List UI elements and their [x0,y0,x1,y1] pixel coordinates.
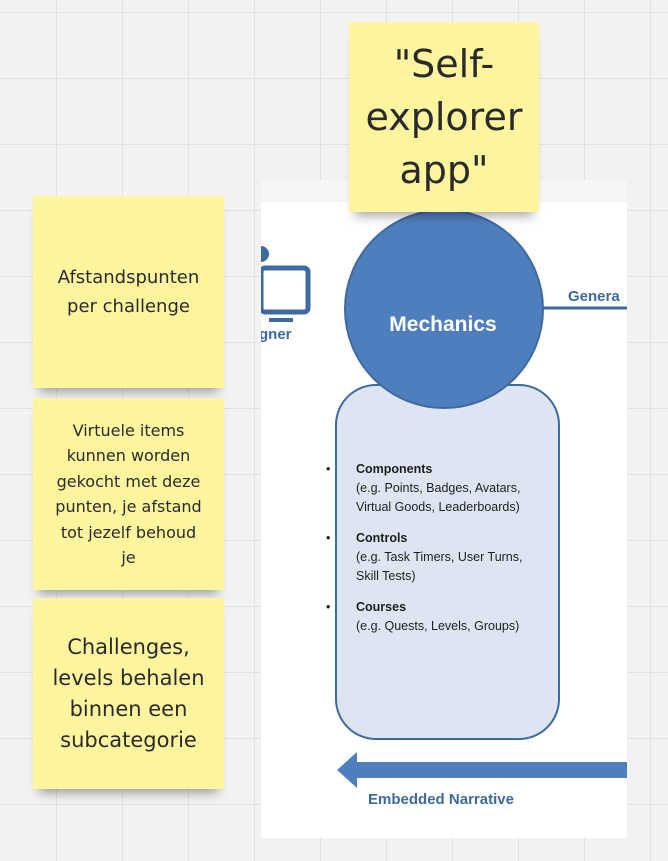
item-description: (e.g. Quests, Levels, Groups) [356,619,520,633]
monitor-icon [261,246,311,322]
diagram-image-frame[interactable]: Mechanics Genera gner • Components (e.g.… [261,180,627,838]
bullet-dot: • [326,531,331,545]
designer-label: gner [261,326,292,343]
sticky-note-distance-points[interactable]: Afstandspunten per challenge [33,196,224,388]
item-title: Controls [356,531,408,545]
bullet-dot: • [326,600,331,614]
item-description: (e.g. Task Timers, User Turns, Skill Tes… [356,550,523,583]
mechanics-diagram: Mechanics Genera gner • Components (e.g.… [261,202,627,838]
sticky-note-challenges[interactable]: Challenges, levels behalen binnen een su… [33,598,224,789]
list-item-controls: • Controls (e.g. Task Timers, User Turns… [326,529,546,586]
mechanics-label: Mechanics [389,313,497,336]
diagram-graphics [261,209,627,788]
sticky-note-virtual-items[interactable]: Virtuele items kunnen worden gekocht met… [33,398,224,590]
narrative-arrow [337,752,627,788]
sticky-note-text: "Self- explorer app" [365,41,523,192]
item-title: Components [356,462,433,476]
item-title: Courses [356,600,407,614]
item-description: (e.g. Points, Badges, Avatars, Virtual G… [356,481,521,514]
bullet-dot: • [326,462,331,476]
generator-label: Genera [568,288,620,305]
sticky-note-text: Afstandspunten per challenge [57,267,200,317]
list-item-components: • Components (e.g. Points, Badges, Avata… [326,460,546,517]
embedded-narrative-label: Embedded Narrative [368,791,514,808]
mechanics-circle [344,209,544,409]
sticky-note-title[interactable]: "Self- explorer app" [349,22,539,212]
list-item-courses: • Courses (e.g. Quests, Levels, Groups) [326,598,546,636]
sticky-note-text: Virtuele items kunnen worden gekocht met… [55,420,202,568]
mechanics-list: • Components (e.g. Points, Badges, Avata… [326,460,546,648]
sticky-note-text: Challenges, levels behalen binnen een su… [52,634,205,752]
